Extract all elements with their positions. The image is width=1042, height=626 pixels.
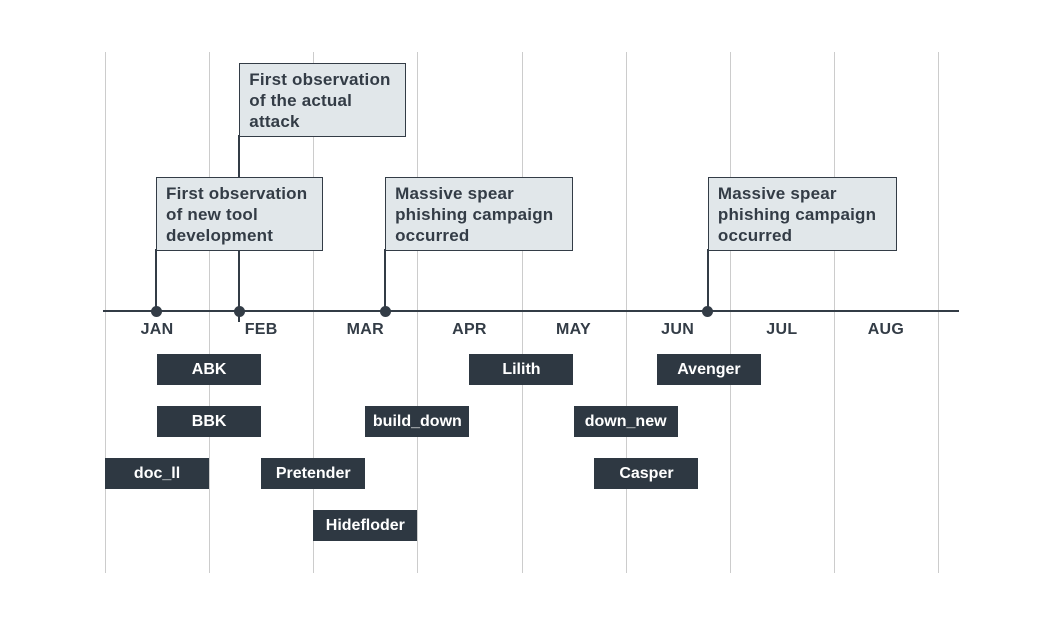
event-annotation-text-line: First observation — [249, 70, 391, 89]
event-annotation-text-line: occurred — [717, 226, 793, 245]
event-annotation-box: Massive spear phishing campaign occurred — [707, 177, 897, 251]
timeline-bar: BBK — [157, 406, 262, 437]
event-marker-dot — [233, 305, 245, 317]
event-annotation-text-line: phishing campaign — [717, 205, 877, 224]
event-annotation-text-line: occurred — [395, 226, 470, 245]
event-marker-dot — [150, 305, 162, 317]
month-label: JUN — [661, 321, 695, 338]
month-gridline — [209, 52, 211, 573]
month-label: MAY — [556, 321, 592, 338]
month-gridline — [625, 52, 627, 573]
month-label: JAN — [140, 321, 174, 338]
month-gridline — [105, 52, 106, 573]
timeline-bar: build_down — [365, 406, 470, 437]
timeline-bar: Casper — [594, 458, 699, 489]
month-label: MAR — [346, 321, 385, 338]
event-marker-dot — [702, 305, 714, 317]
timeline-axis — [103, 310, 959, 312]
event-connector-line — [155, 249, 157, 311]
event-annotation-text-line: of the actual — [249, 91, 353, 110]
event-annotation-box: First observation of new tool development — [156, 177, 323, 251]
event-annotation-text-line: attack — [249, 112, 300, 131]
event-annotation-text-line: development — [166, 226, 274, 245]
event-annotation-box: Massive spear phishing campaign occurred — [385, 177, 574, 251]
month-label: JUL — [766, 321, 798, 338]
month-gridline — [729, 52, 731, 573]
event-annotation-text-line: Massive spear — [717, 184, 837, 203]
timeline-bar: Avenger — [656, 354, 761, 385]
month-gridline — [521, 52, 523, 573]
month-gridline — [938, 52, 939, 573]
event-annotation-text-line: Massive spear — [395, 184, 514, 203]
month-gridline — [417, 52, 419, 573]
event-marker-dot — [379, 305, 391, 317]
event-annotation-text-line: phishing campaign — [395, 205, 554, 224]
month-label: FEB — [244, 321, 278, 338]
timeline-bar: down_new — [573, 406, 678, 437]
timeline-bar: doc_ll — [105, 458, 210, 489]
timeline-bar: Hidefloder — [313, 510, 418, 541]
event-annotation-text-line: First observation — [166, 184, 308, 203]
event-connector-line — [384, 249, 387, 311]
timeline-bar: Pretender — [261, 458, 366, 489]
month-label: APR — [452, 321, 487, 338]
event-annotation-text-line: of new tool — [166, 205, 258, 224]
timeline-bar: Lilith — [469, 354, 574, 385]
month-gridline — [313, 52, 315, 573]
month-label: AUG — [867, 321, 905, 338]
month-gridline — [833, 52, 835, 573]
event-annotation-box: First observation of the actual attack — [239, 63, 407, 137]
timeline-bar: ABK — [157, 354, 262, 385]
event-connector-line — [706, 249, 709, 311]
